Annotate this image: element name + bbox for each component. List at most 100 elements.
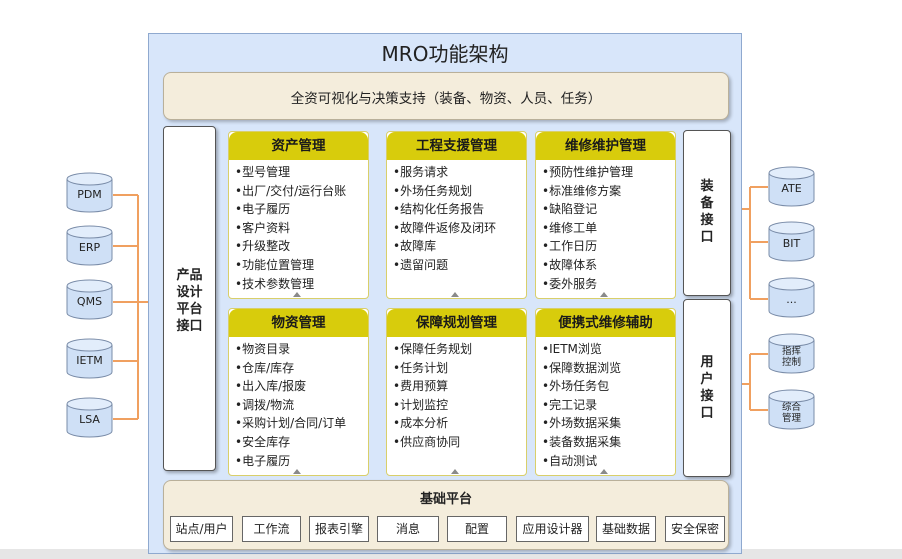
decision-support-band: 全资可视化与决策支持（装备、物资、人员、任务） (163, 72, 729, 120)
module-item: •遗留问题 (393, 257, 449, 272)
database-label-line: 控制 (781, 357, 801, 368)
database-command-control: 指挥 控制 (768, 333, 815, 374)
product-design-interface-label: 产品 设计 平台 接口 (164, 267, 215, 335)
module-item: •服务请求 (393, 165, 449, 179)
label-char: 平台 (176, 302, 203, 317)
diagram-title: MRO功能架构 (381, 42, 509, 66)
database-ietm: IETM (66, 338, 113, 379)
module-asset-management: 资产管理 •型号管理 •出厂/交付/运行台账 •电子履历 •客户资料 •升级整改… (228, 131, 369, 299)
module-item: •保障数据浏览 (542, 360, 622, 375)
module-item: •费用预算 (393, 379, 449, 394)
database-label-line: BIT (782, 237, 801, 250)
database-label: ... (768, 294, 815, 306)
database-ate: ATE (768, 166, 815, 207)
database-erp: ERP (66, 225, 113, 266)
label-char: 接 (700, 213, 714, 228)
module-item: •装备数据采集 (542, 434, 622, 449)
database-label: PDM (66, 189, 113, 201)
database-icon (768, 389, 815, 430)
module-item: •任务计划 (393, 360, 449, 375)
label-char: 户 (700, 372, 714, 387)
module-title: 便携式维修辅助 (536, 309, 675, 337)
label-char: 装 (700, 179, 714, 194)
expand-arrow-icon (451, 292, 459, 297)
module-item: •标准维修方案 (542, 183, 622, 198)
module-item: •电子履历 (235, 202, 291, 217)
module-item: •出厂/交付/运行台账 (235, 183, 347, 198)
database-label-line: IETM (76, 354, 103, 367)
module-item-list: •预防性维护管理 •标准维修方案 •缺陷登记 •维修工单 •工作日历 •故障体系… (536, 160, 675, 293)
database-icon (768, 166, 815, 207)
database-label: IETM (66, 355, 113, 367)
label-char: 接口 (176, 319, 203, 334)
module-item: •IETM浏览 (542, 342, 602, 356)
database-label-line: LSA (79, 413, 100, 426)
module-item: •维修工单 (542, 220, 598, 235)
module-maintenance-management: 维修维护管理 •预防性维护管理 •标准维修方案 •缺陷登记 •维修工单 •工作日… (535, 131, 676, 299)
product-design-interface-box: 产品 设计 平台 接口 (163, 126, 216, 471)
foundation-item-app-designer: 应用设计器 (516, 516, 589, 542)
module-item: •成本分析 (393, 416, 449, 431)
database-bit: BIT (768, 221, 815, 262)
user-interface-label: 用 户 接 口 (684, 354, 730, 422)
foundation-item-base-data: 基础数据 (596, 516, 656, 542)
mro-architecture-frame: MRO功能架构 全资可视化与决策支持（装备、物资、人员、任务） 产品 设计 平台… (148, 33, 742, 554)
module-item-list: •物资目录 •仓库/库存 •出入库/报废 •调拨/物流 •采购计划/合同/订单 … (229, 337, 368, 470)
expand-arrow-icon (600, 469, 608, 474)
module-item: •外场数据采集 (542, 416, 622, 431)
module-item: •采购计划/合同/订单 (235, 416, 347, 431)
module-item: •外场任务包 (542, 379, 610, 394)
module-item: •预防性维护管理 (542, 165, 634, 179)
foundation-item-report-engine: 报表引擎 (309, 516, 369, 542)
database-label-line: ERP (78, 241, 101, 254)
module-title: 维修维护管理 (536, 132, 675, 160)
database-label-line: 综合 (781, 402, 801, 413)
module-item: •故障库 (393, 239, 437, 254)
module-item-list: •保障任务规划 •任务计划 •费用预算 •计划监控 •成本分析 •供应商协同 (387, 337, 526, 452)
equipment-interface-label: 装 备 接 口 (684, 178, 730, 246)
database-label: ATE (768, 183, 815, 195)
foundation-item-config: 配置 (447, 516, 507, 542)
module-item: •型号管理 (235, 165, 291, 179)
database-label: LSA (66, 414, 113, 426)
module-item: •完工记录 (542, 397, 598, 412)
database-icon (768, 221, 815, 262)
module-title: 工程支援管理 (387, 132, 526, 160)
module-item: •故障体系 (542, 257, 598, 272)
database-label: ERP (66, 242, 113, 254)
module-item: •出入库/报废 (235, 379, 307, 394)
module-item: •物资目录 (235, 342, 291, 356)
database-label-line: 指挥 (781, 346, 801, 357)
database-label: 指挥 控制 (768, 346, 815, 368)
database-label-line: ATE (781, 182, 802, 195)
database-label: QMS (66, 296, 113, 308)
database-label-line: ... (786, 293, 797, 306)
module-item: •结构化任务报告 (393, 202, 485, 217)
foundation-item-security: 安全保密 (665, 516, 725, 542)
module-portable-maintenance-aid: 便携式维修辅助 •IETM浏览 •保障数据浏览 •外场任务包 •完工记录 •外场… (535, 308, 676, 476)
module-item: •电子履历 (235, 453, 291, 468)
database-icon (66, 338, 113, 379)
module-item: •技术参数管理 (235, 276, 315, 291)
module-item-list: •服务请求 •外场任务规划 •结构化任务报告 •故障件返修及闭环 •故障库 •遗… (387, 160, 526, 275)
database-integrated-management: 综合 管理 (768, 389, 815, 430)
database-icon (768, 277, 815, 318)
database-label-line: PDM (77, 188, 102, 201)
database-label: 综合 管理 (768, 402, 815, 424)
database-more: ... (768, 277, 815, 318)
user-interface-box: 用 户 接 口 (683, 299, 731, 477)
module-engineering-support: 工程支援管理 •服务请求 •外场任务规划 •结构化任务报告 •故障件返修及闭环 … (386, 131, 527, 299)
module-item: •委外服务 (542, 276, 598, 291)
module-title: 物资管理 (229, 309, 368, 337)
label-char: 设计 (176, 285, 203, 300)
module-item: •供应商协同 (393, 434, 461, 449)
expand-arrow-icon (600, 292, 608, 297)
module-item: •仓库/库存 (235, 360, 295, 375)
database-label-line: QMS (76, 295, 103, 308)
foundation-item-workflow: 工作流 (242, 516, 301, 542)
foundation-item-message: 消息 (377, 516, 439, 542)
database-icon (66, 397, 113, 438)
database-qms: QMS (66, 279, 113, 320)
database-pdm: PDM (66, 172, 113, 213)
